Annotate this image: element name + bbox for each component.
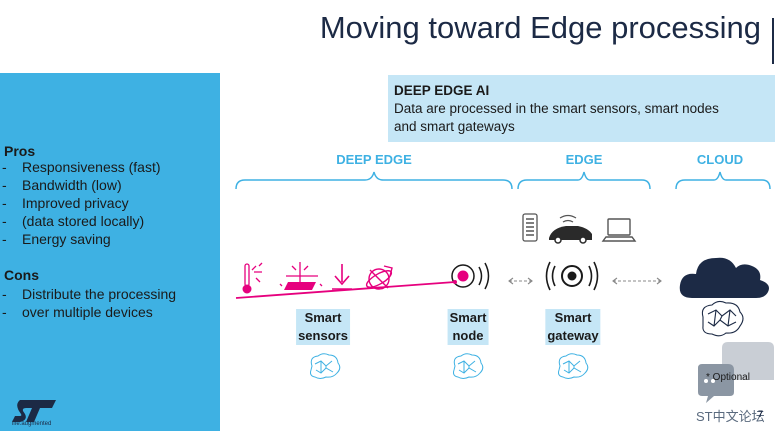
phone-icon [522,213,538,242]
slide-title: Moving toward Edge processing [319,10,761,45]
brain-icon-sensors [310,353,341,379]
brain-icon-node [453,353,484,379]
deep-edge-ai-description: Data are processed in the smart sensors,… [394,100,769,136]
pros-list: Responsiveness (fast) Bandwidth (low) Im… [0,158,161,248]
cloud-icon [679,257,769,298]
pros-item: Improved privacy [0,194,161,212]
pros-item: Energy saving [0,230,161,248]
pressure-icon [332,264,352,290]
chat-bubble-icon [698,342,774,403]
sensor-node-link [235,281,456,299]
gateway-cloud-arrow [612,277,662,285]
pros-item: Responsiveness (fast) [0,158,161,176]
thermometer-icon [242,262,263,294]
title-rule [772,18,774,64]
car-icon [549,214,592,244]
smart-node-icon [451,262,490,290]
zone-label-edge: EDGE [565,152,603,167]
node-label-smart-gateway: Smart gateway [545,309,601,345]
forum-watermark: ST中文论坛 [696,409,765,424]
node-label-smart-node: Smart node [447,309,489,345]
deep-edge-ai-box: DEEP EDGE AI Data are processed in the s… [388,75,775,142]
cons-item: Distribute the processing [0,285,176,303]
brain-icon-cloud [701,300,744,337]
deep-edge-ai-title: DEEP EDGE AI [394,83,490,98]
vibration-icon [279,262,323,290]
st-logo-icon [12,400,56,422]
gyro-icon [365,265,393,290]
brace-deep-edge [235,171,513,190]
logo-tagline: life.augmented [12,421,52,427]
laptop-icon [601,218,637,242]
brace-cloud [675,171,771,190]
pros-cons-panel [0,73,220,431]
cons-item-continuation: over multiple devices [0,303,176,321]
description-line: Data are processed in the smart sensors,… [394,101,719,116]
zone-label-cloud: CLOUD [696,152,744,167]
optional-note: * Optional [706,372,750,383]
node-label-smart-sensors: Smart sensors [296,309,350,345]
pros-heading: Pros [4,143,36,159]
cons-heading: Cons [4,267,39,283]
brace-edge [517,171,651,190]
node-gateway-arrow [508,277,533,285]
pros-item-continuation: (data stored locally) [0,212,161,230]
pros-item: Bandwidth (low) [0,176,161,194]
page-number: 7 [758,409,764,419]
description-line: and smart gateways [394,119,515,134]
zone-label-deep-edge: DEEP EDGE [336,152,412,167]
cons-list: Distribute the processing over multiple … [0,285,176,321]
smart-gateway-icon [545,261,599,291]
brain-icon-gateway [558,353,589,379]
